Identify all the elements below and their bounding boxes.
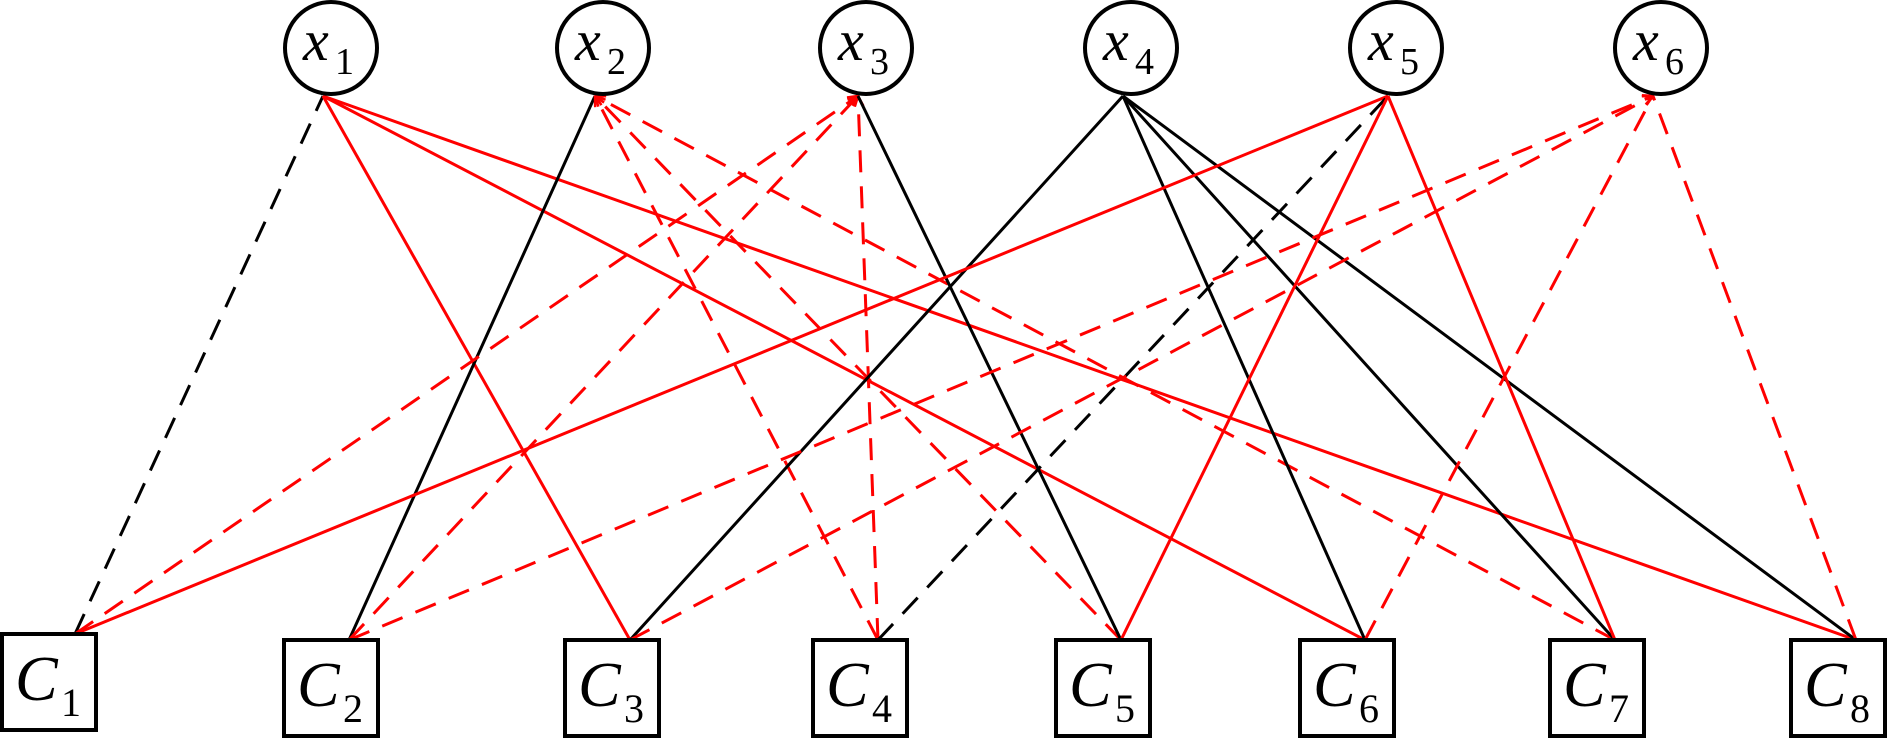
check-node-label: C — [826, 649, 870, 720]
edge-x1-C3 — [321, 95, 632, 641]
check-node-box — [811, 638, 909, 738]
edge-x1-C8 — [322, 94, 1857, 642]
check-node-subscript: 3 — [624, 686, 644, 731]
edge-x3-C5 — [856, 95, 1123, 641]
check-node-box — [1548, 638, 1646, 738]
edge-x2-C2 — [347, 95, 597, 641]
check-node-label: C — [578, 649, 622, 720]
edge-x5-C4 — [876, 94, 1390, 642]
edge-x6-C6 — [1363, 95, 1655, 641]
check-node-subscript: 6 — [1359, 686, 1379, 731]
variable-node-subscript: 2 — [607, 41, 626, 83]
variable-node-subscript: 5 — [1400, 41, 1419, 83]
variable-node-circle — [1613, 0, 1709, 96]
check-node-subscript: 1 — [61, 680, 81, 725]
check-node-subscript: 2 — [343, 686, 363, 731]
check-node-label: C — [297, 649, 341, 720]
check-node-subscript: 7 — [1609, 686, 1629, 731]
variable-node-label: x — [1367, 8, 1394, 73]
edge-x2-C5 — [595, 96, 1123, 642]
variable-node-label: x — [1632, 8, 1659, 73]
edge-x1-C6 — [322, 94, 1366, 642]
edge-x4-C6 — [1121, 95, 1367, 641]
check-node-box — [0, 632, 98, 732]
edge-x4-C8 — [1122, 94, 1857, 642]
edge-x2-C4 — [593, 96, 880, 641]
check-node-label: C — [1563, 649, 1607, 720]
variable-node-subscript: 4 — [1135, 41, 1154, 83]
check-node-subscript: 5 — [1115, 686, 1135, 731]
variable-node-subscript: 3 — [870, 41, 889, 83]
edge-x2-C7 — [595, 94, 1616, 642]
variable-node-subscript: 6 — [1665, 41, 1684, 83]
check-node-box — [563, 638, 661, 738]
edge-x6-C8 — [1651, 95, 1858, 641]
variable-node-label: x — [574, 8, 601, 73]
edge-x3-C4 — [858, 96, 880, 641]
edge-x5-C5 — [1119, 95, 1390, 641]
variable-node-label: x — [302, 8, 329, 73]
check-node-label: C — [1313, 649, 1357, 720]
variable-node-label: x — [1102, 8, 1129, 73]
edge-x6-C2 — [348, 96, 1653, 642]
variable-node-circle — [283, 0, 379, 96]
variable-node-circle — [1348, 0, 1444, 96]
variable-node-label: x — [837, 8, 864, 73]
check-node-subscript: 4 — [872, 686, 892, 731]
edge-layer — [73, 94, 1858, 642]
check-node-box — [1298, 638, 1396, 738]
edge-x3-C2 — [347, 96, 858, 642]
edge-x5-C7 — [1386, 95, 1617, 641]
variable-node-circle — [818, 0, 914, 96]
variable-node-circle — [555, 0, 651, 96]
variable-node-circle — [1083, 0, 1179, 96]
check-node-label: C — [1069, 649, 1113, 720]
edge-x5-C1 — [74, 94, 1389, 636]
check-node-box — [282, 638, 380, 738]
edge-x1-C1 — [73, 95, 325, 635]
check-node-subscript: 8 — [1850, 686, 1870, 731]
edge-x4-C3 — [628, 94, 1125, 642]
edge-x3-C1 — [74, 96, 858, 636]
variable-node-subscript: 1 — [335, 41, 354, 83]
check-node-label: C — [15, 643, 59, 714]
check-node-box — [1789, 638, 1887, 738]
edge-x6-C3 — [629, 94, 1653, 642]
check-node-box — [1054, 638, 1152, 738]
check-node-label: C — [1804, 649, 1848, 720]
edge-x4-C7 — [1121, 94, 1617, 642]
